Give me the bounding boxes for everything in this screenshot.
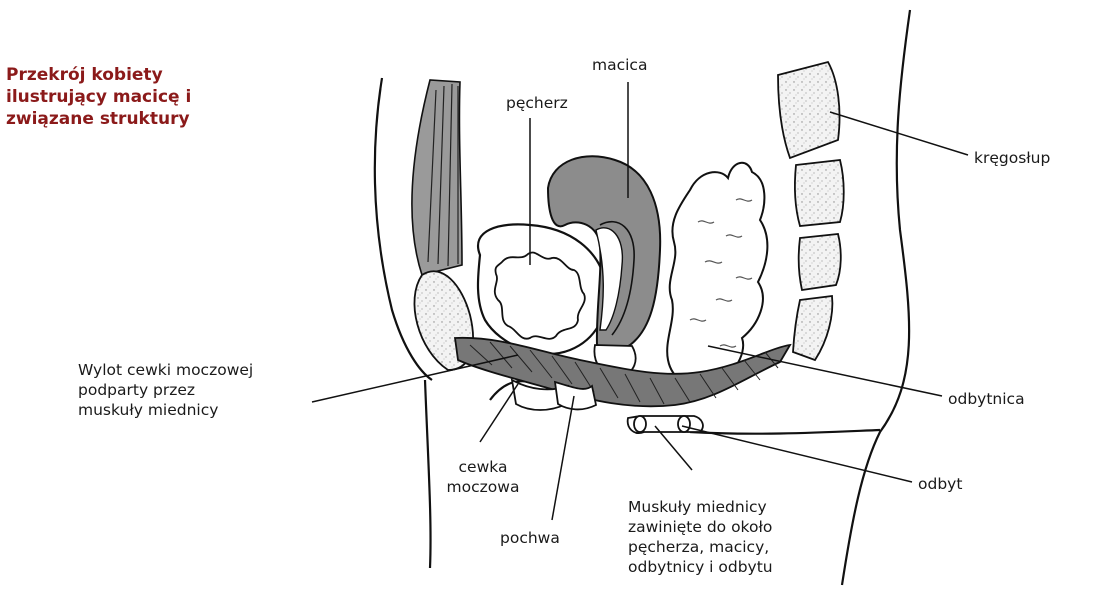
leader-pochwa <box>552 396 574 520</box>
label-macica: macica <box>592 55 647 75</box>
front-thigh-outline <box>425 380 431 568</box>
buttock-line <box>690 430 880 434</box>
spine-vertebrae <box>778 62 844 360</box>
rectum-shape <box>667 163 767 386</box>
label-muskuly: Muskuły miednicy zawinięte do około pęch… <box>628 497 773 577</box>
label-pochwa: pochwa <box>500 528 560 548</box>
label-wylot: Wylot cewki moczowej podparty przez musk… <box>78 360 253 420</box>
label-odbytnica: odbytnica <box>948 389 1025 409</box>
label-kregoslup: kręgosłup <box>974 148 1050 168</box>
abdominal-muscle <box>412 80 462 275</box>
label-odbyt: odbyt <box>918 474 962 494</box>
back-outline <box>842 10 910 585</box>
leader-cewka <box>480 384 518 442</box>
leader-odbyt <box>682 426 912 482</box>
label-pecherz: pęcherz <box>506 93 568 113</box>
label-cewka: cewka moczowa <box>438 457 528 497</box>
bladder-shape <box>478 224 607 354</box>
diagram-title: Przekrój kobiety ilustrujący macicę i zw… <box>6 64 266 130</box>
